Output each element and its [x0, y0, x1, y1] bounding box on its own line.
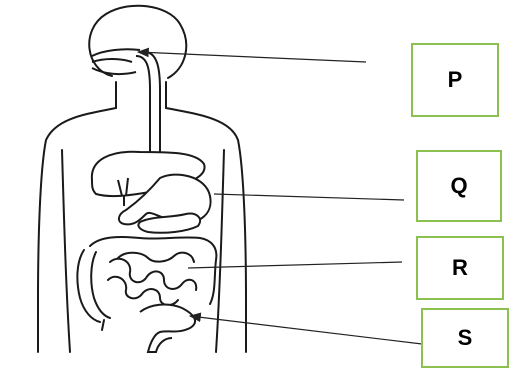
small-intestine — [108, 253, 196, 305]
neck-outline — [116, 82, 166, 108]
pancreas — [138, 214, 200, 233]
pointer-line-q — [214, 194, 404, 200]
label-box-s: S — [421, 308, 509, 368]
pointer-line-p — [138, 52, 366, 62]
torso-right-side — [216, 150, 224, 352]
oesophagus — [136, 52, 160, 160]
pointer-line-s — [190, 316, 422, 344]
mouth — [92, 49, 140, 74]
label-box-r: R — [416, 236, 504, 300]
torso-left-side — [62, 150, 70, 352]
label-box-p: P — [411, 43, 499, 117]
head-outline — [89, 6, 186, 78]
label-box-q: Q — [416, 150, 502, 222]
rectum — [140, 305, 195, 352]
